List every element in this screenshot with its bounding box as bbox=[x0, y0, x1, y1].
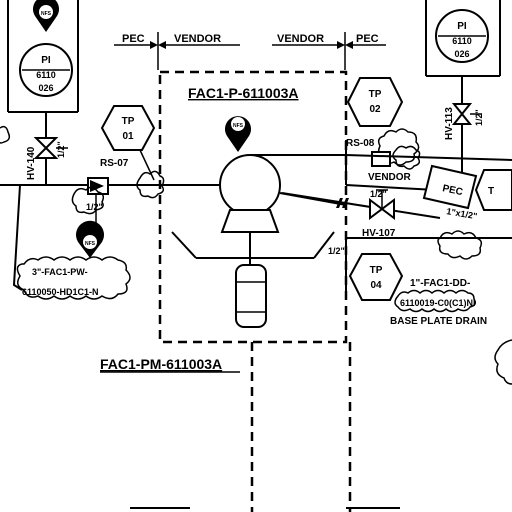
pi-left-sub: 026 bbox=[38, 83, 53, 93]
reducer-size-left: 1/2" bbox=[86, 202, 103, 212]
test-point-tp01: TP 01 bbox=[100, 105, 156, 181]
pec-box-label: PEC bbox=[441, 183, 463, 198]
base-plate-drain-label: BASE PLATE DRAIN bbox=[390, 316, 487, 327]
base-plate bbox=[171, 231, 335, 265]
left-line-number-a: 3"-FAC1-PW- bbox=[32, 267, 88, 277]
nfs-pump-marker-icon: NFS bbox=[225, 116, 251, 152]
revision-cloud-c bbox=[437, 230, 483, 260]
tp04-code: TP bbox=[370, 265, 383, 276]
nfs-pump-label: NFS bbox=[233, 123, 244, 129]
motor-tag: FAC1-PM-611003A bbox=[100, 356, 222, 372]
tp02-num: 02 bbox=[369, 104, 381, 115]
tp-partial-label: T bbox=[488, 186, 494, 197]
line-number-cloud-left bbox=[16, 256, 131, 300]
scope-break-right: VENDOR PEC bbox=[272, 32, 386, 70]
test-point-tp02: TP 02 bbox=[346, 77, 404, 127]
hv113-label: HV-113 bbox=[444, 107, 455, 140]
gate-valve-hv113-icon bbox=[451, 76, 482, 172]
scope-break-left: PEC VENDOR bbox=[114, 32, 240, 70]
gate-valve-hv107-icon bbox=[369, 189, 395, 220]
tp01-code: TP bbox=[122, 116, 135, 127]
rs08-label: RS-08 bbox=[346, 138, 375, 149]
pump-tag: FAC1-P-611003A bbox=[188, 85, 299, 101]
hv107-label: HV-107 bbox=[362, 228, 396, 239]
nfs-marker-top-left-icon: NFS bbox=[33, 0, 59, 32]
valve-size-hv113: 1/2" bbox=[474, 109, 484, 126]
revision-cloud-a bbox=[71, 170, 165, 215]
pi-right-code: PI bbox=[457, 21, 467, 32]
drain-line-cloud bbox=[394, 289, 477, 313]
drain-line-number-a: 1"-FAC1-DD- bbox=[410, 278, 470, 289]
pec-left-label: PEC bbox=[122, 33, 145, 45]
nfs-lower-left-label: NFS bbox=[85, 241, 96, 247]
pec-right-label: PEC bbox=[356, 33, 379, 45]
centrifugal-pump-icon bbox=[219, 154, 347, 233]
motor-icon bbox=[235, 264, 267, 328]
reducer-label: 1"x1/2" bbox=[446, 206, 478, 221]
pi-left-code: PI bbox=[41, 55, 51, 66]
drain-line-number-b: 6110019-C0(C1)NI bbox=[400, 298, 476, 308]
nfs-top-left-label: NFS bbox=[41, 11, 52, 17]
pi-left-number: 6110 bbox=[36, 70, 56, 80]
vendor-right-label: VENDOR bbox=[277, 33, 324, 45]
valve-size-label: 1/2" bbox=[56, 141, 66, 158]
rs07-label: RS-07 bbox=[100, 158, 129, 169]
left-line-number-b: 6110050-HD1C1-N bbox=[22, 287, 99, 297]
vendor-left-label: VENDOR bbox=[174, 33, 221, 45]
tp01-num: 01 bbox=[122, 131, 134, 142]
pi-right-number: 6110 bbox=[452, 36, 472, 46]
nfs-lower-left-marker-icon: NFS bbox=[76, 220, 105, 258]
test-point-tp04: TP 04 bbox=[348, 253, 404, 301]
pi-instrument-left: PI 6110 026 bbox=[7, 0, 79, 113]
hv140-label: HV-140 bbox=[26, 146, 37, 180]
tp04-num: 04 bbox=[370, 280, 382, 291]
drain-size-label: 1/2" bbox=[328, 246, 345, 256]
gate-valve-hv140-icon: 1/2" bbox=[33, 112, 68, 185]
pi-right-sub: 026 bbox=[454, 49, 469, 59]
pi-instrument-right: PI 6110 026 bbox=[425, 0, 501, 77]
pec-box: PEC bbox=[422, 164, 478, 210]
vendor-mid-label: VENDOR bbox=[368, 172, 412, 183]
valve-size-hv107: 1/2" bbox=[370, 189, 387, 199]
tp02-code: TP bbox=[369, 89, 382, 100]
